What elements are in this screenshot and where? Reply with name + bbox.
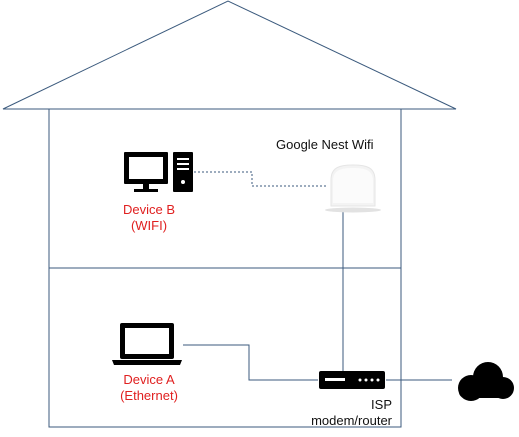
desktop-computer-icon (124, 152, 193, 192)
google-nest-wifi-icon (325, 164, 381, 213)
isp-label: ISP modem/router (296, 397, 392, 429)
device-b-label: Device B (WIFI) (106, 202, 192, 234)
isp-label-line2: modem/router (311, 413, 392, 428)
nest-wifi-label: Google Nest Wifi (276, 137, 374, 152)
device-a-connection: (Ethernet) (120, 388, 178, 403)
isp-modem-router-icon (319, 371, 385, 389)
house-roof (2, 0, 457, 110)
device-a-label: Device A (Ethernet) (106, 372, 192, 404)
device-a-name: Device A (123, 372, 175, 387)
cloud-icon (458, 362, 514, 401)
ethernet-link-line (183, 344, 318, 381)
laptop-icon (112, 323, 182, 365)
isp-label-line1: ISP (371, 397, 392, 412)
house-outline (2, 0, 457, 428)
wifi-link-line (194, 171, 326, 187)
device-b-name: Device B (122, 202, 176, 217)
device-b-connection: (WIFI) (130, 218, 168, 233)
